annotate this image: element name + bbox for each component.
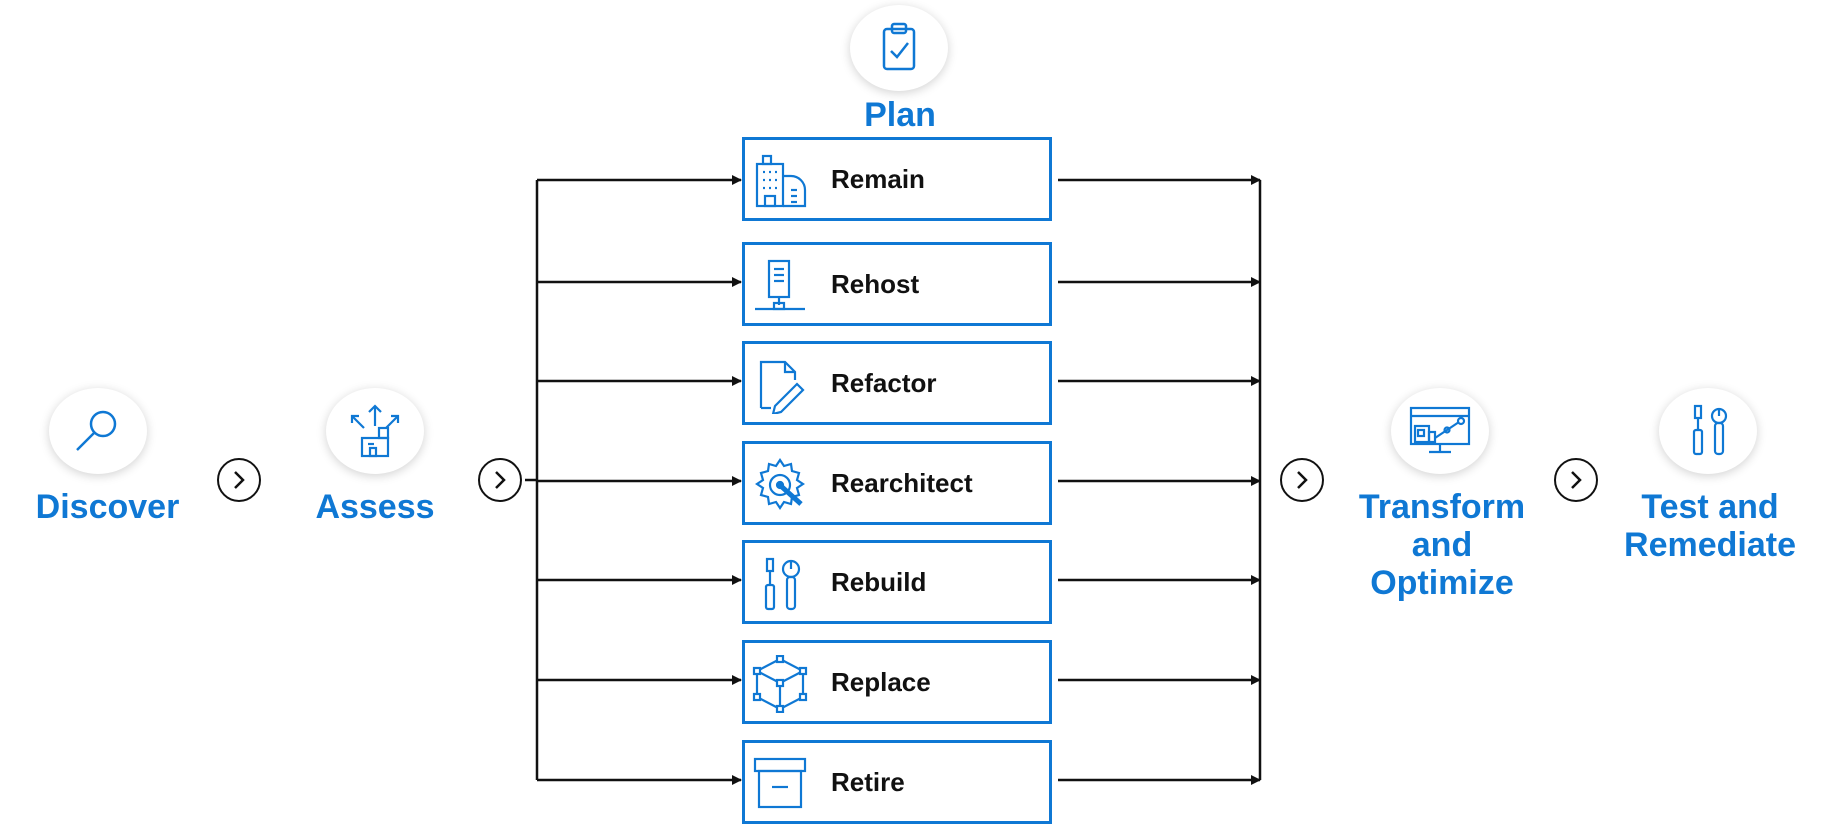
assess-arrows-icon xyxy=(350,404,400,458)
server-icon xyxy=(755,259,805,311)
transform-label-line-1: Transform xyxy=(1358,488,1526,526)
option-rearchitect: Rearchitect xyxy=(742,441,1052,525)
step-arrow-3 xyxy=(1280,458,1324,502)
step-arrow-1 xyxy=(217,458,261,502)
test-label: Test and Remediate xyxy=(1605,488,1815,564)
assess-icon-circle xyxy=(326,388,424,474)
option-label: Rebuild xyxy=(831,567,927,597)
step-arrow-2 xyxy=(478,458,522,502)
tools-icon xyxy=(764,557,801,611)
magnifier-icon xyxy=(76,410,117,451)
chevron-right-icon xyxy=(1571,471,1582,489)
tools-icon xyxy=(1692,404,1728,456)
document-edit-icon xyxy=(759,360,805,414)
transform-icon-circle xyxy=(1391,388,1489,474)
discover-icon-circle xyxy=(49,388,147,474)
option-rehost: Rehost xyxy=(742,242,1052,326)
gear-icon xyxy=(755,458,805,510)
discover-label: Discover xyxy=(35,488,180,526)
chevron-right-icon xyxy=(1297,471,1308,489)
option-label: Rehost xyxy=(831,269,920,299)
chevron-right-icon xyxy=(234,471,245,489)
test-label-line-1: Test and xyxy=(1641,488,1779,526)
option-label: Refactor xyxy=(831,368,937,398)
test-icon-circle xyxy=(1659,388,1757,474)
transform-label-line-3: Optimize xyxy=(1370,564,1514,602)
dashboard-monitor-icon xyxy=(1409,406,1471,454)
assess-label: Assess xyxy=(315,488,435,526)
clipboard-check-icon xyxy=(882,22,916,71)
option-replace: Replace xyxy=(742,640,1052,724)
building-icon xyxy=(755,154,807,208)
plan-label: Plan xyxy=(864,96,936,134)
option-label: Retire xyxy=(831,767,905,797)
cube-icon xyxy=(752,655,808,713)
option-label: Rearchitect xyxy=(831,468,973,498)
option-label: Replace xyxy=(831,667,931,697)
option-label: Remain xyxy=(831,164,925,194)
option-remain: Remain xyxy=(742,137,1052,221)
transform-label: Transform and Optimize xyxy=(1342,488,1542,602)
option-refactor: Refactor xyxy=(742,341,1052,425)
step-arrow-4 xyxy=(1554,458,1598,502)
transform-label-line-2: and xyxy=(1411,526,1473,564)
test-label-line-2: Remediate xyxy=(1624,526,1796,564)
chevron-right-icon xyxy=(495,471,506,489)
plan-icon-circle xyxy=(850,5,948,91)
option-rebuild: Rebuild xyxy=(742,540,1052,624)
archive-box-icon xyxy=(753,757,807,809)
option-retire: Retire xyxy=(742,740,1052,824)
